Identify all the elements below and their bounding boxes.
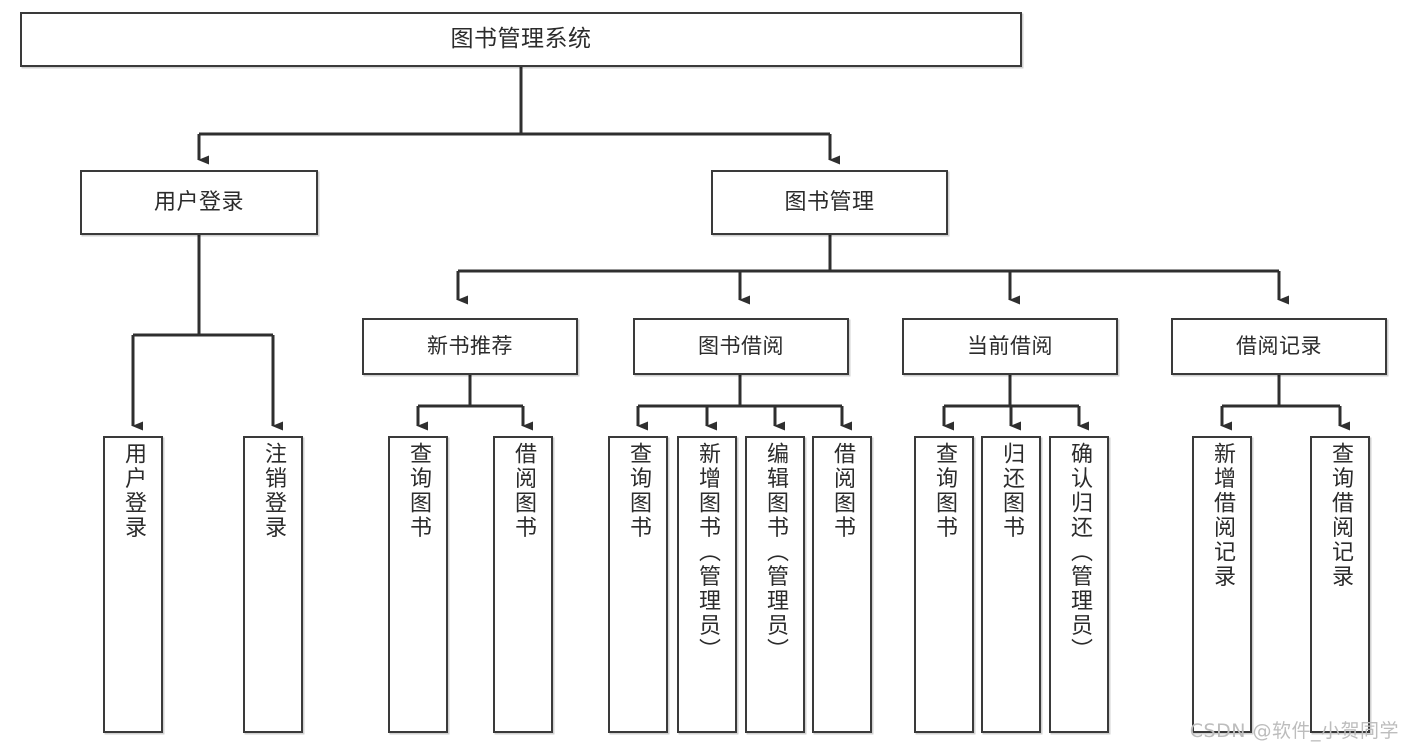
leaf-query-borrow-record[interactable]: 查询借阅记录 (1310, 436, 1370, 733)
node-label: 注销登录 (261, 442, 286, 540)
leaf-borrow-book-recommend[interactable]: 借阅图书 (493, 436, 553, 733)
node-label: 新书推荐 (427, 334, 513, 359)
node-label: 图书管理 (784, 189, 875, 215)
node-label: 图书借阅 (698, 334, 784, 359)
node-label: 借阅记录 (1236, 334, 1322, 359)
node-label: 借阅图书 (830, 442, 855, 540)
node-label: 当前借阅 (967, 334, 1053, 359)
leaf-edit-book[interactable]: 编辑图书（管理员） (745, 436, 805, 733)
node-label: 用户登录 (153, 189, 244, 215)
node-label: 图书管理系统 (450, 25, 592, 52)
leaf-add-book[interactable]: 新增图书（管理员） (677, 436, 737, 733)
leaf-add-borrow-record[interactable]: 新增借阅记录 (1192, 436, 1252, 733)
node-label: 归还图书 (999, 442, 1024, 540)
node-book-management[interactable]: 图书管理 (711, 170, 948, 235)
node-user-login[interactable]: 用户登录 (80, 170, 318, 235)
node-label: 借阅图书 (511, 442, 536, 540)
leaf-logout[interactable]: 注销登录 (243, 436, 303, 733)
node-new-book-recommend[interactable]: 新书推荐 (362, 318, 578, 375)
leaf-user-login[interactable]: 用户登录 (103, 436, 163, 733)
leaf-query-book-current[interactable]: 查询图书 (914, 436, 974, 733)
node-label: 新增借阅记录 (1210, 442, 1235, 589)
node-label: 确认归还（管理员） (1067, 442, 1092, 663)
node-label: 查询图书 (932, 442, 957, 540)
node-book-borrow[interactable]: 图书借阅 (633, 318, 849, 375)
leaf-borrow-book[interactable]: 借阅图书 (812, 436, 872, 733)
leaf-return-book[interactable]: 归还图书 (981, 436, 1041, 733)
node-label: 用户登录 (121, 442, 146, 540)
node-label: 编辑图书（管理员） (763, 442, 788, 663)
node-current-borrow[interactable]: 当前借阅 (902, 318, 1118, 375)
node-label: 新增图书（管理员） (695, 442, 720, 663)
node-label: 查询图书 (626, 442, 651, 540)
node-label: 查询借阅记录 (1328, 442, 1353, 589)
node-label: 查询图书 (406, 442, 431, 540)
node-borrow-record[interactable]: 借阅记录 (1171, 318, 1387, 375)
leaf-query-book-borrow[interactable]: 查询图书 (608, 436, 668, 733)
node-root-system[interactable]: 图书管理系统 (20, 12, 1022, 67)
leaf-confirm-return[interactable]: 确认归还（管理员） (1049, 436, 1109, 733)
watermark-text: CSDN @软件_小贺同学 (1189, 720, 1399, 742)
leaf-query-book-recommend[interactable]: 查询图书 (388, 436, 448, 733)
